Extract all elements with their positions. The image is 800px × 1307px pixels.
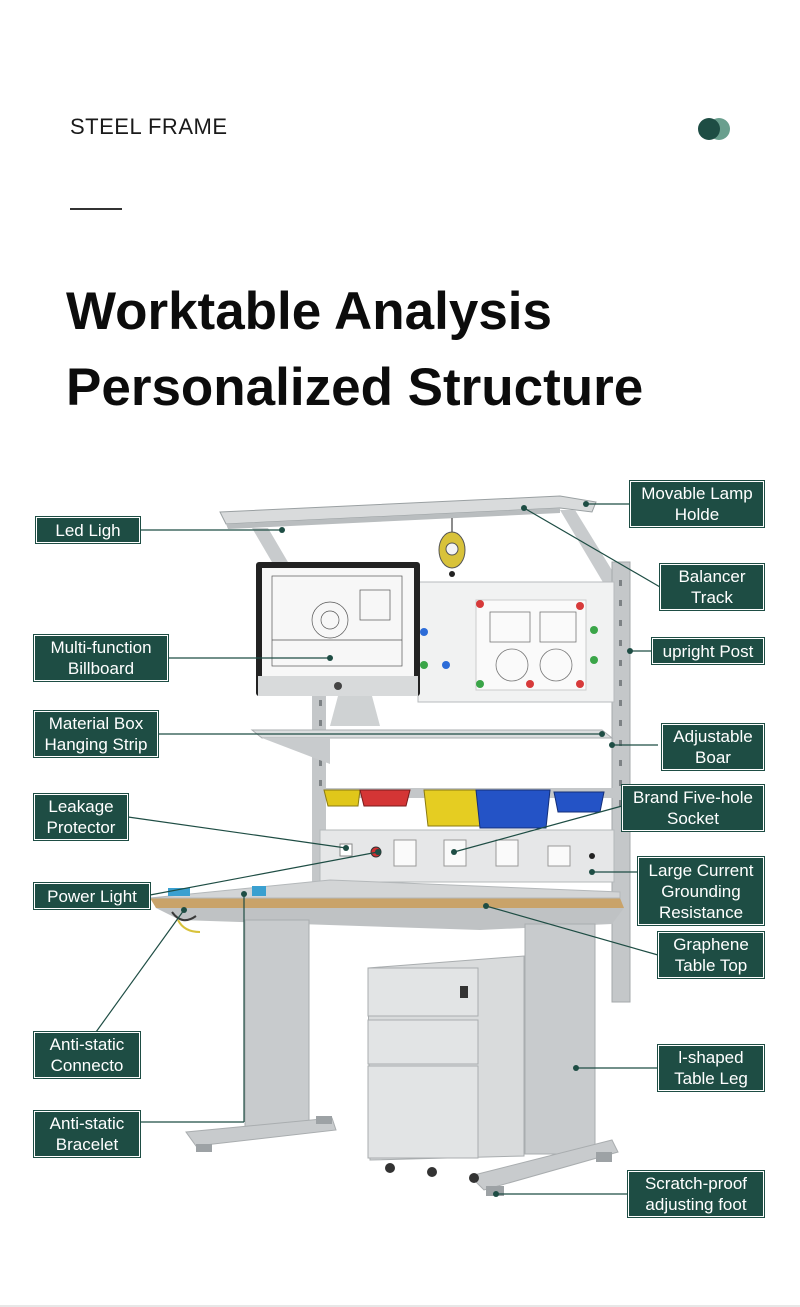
logo-dot-dark	[698, 118, 720, 140]
divider-rule	[70, 208, 122, 210]
worktable-illustration	[95, 495, 661, 1197]
headline: Worktable Analysis Personalized Structur…	[66, 274, 643, 426]
socket-panel	[319, 829, 615, 883]
table-top	[150, 898, 624, 908]
tag-power-light: Power Light	[33, 882, 151, 910]
material-bins	[323, 789, 605, 829]
tag-leakage-protector: Leakage Protector	[33, 793, 129, 841]
headline-line-2: Personalized Structure	[66, 358, 644, 417]
tag-five-hole-socket: Brand Five-hole Socket	[621, 784, 765, 832]
tag-adjustable-board: Adjustable Boar	[661, 723, 765, 771]
table-leg-right	[524, 923, 596, 1155]
tag-anti-static-connector: Anti-static Connecto	[33, 1031, 141, 1079]
tag-graphene-table-top: Graphene Table Top	[657, 931, 765, 979]
monitor	[256, 562, 420, 726]
tag-l-shaped-leg: l-shaped Table Leg	[657, 1044, 765, 1092]
table-leg-left	[244, 919, 310, 1131]
tag-multi-function-billboard: Multi-function Billboard	[33, 634, 169, 682]
balancer	[438, 518, 466, 577]
headline-line-1: Worktable Analysis	[66, 282, 553, 341]
bottom-divider	[0, 1305, 800, 1307]
drawer-cabinet	[367, 955, 525, 1183]
tag-anti-static-bracelet: Anti-static Bracelet	[33, 1110, 141, 1158]
tag-led-light: Led Ligh	[35, 516, 141, 544]
tag-grounding-resistance: Large Current Grounding Resistance	[637, 856, 765, 926]
tag-movable-lamp-holder: Movable Lamp Holde	[629, 480, 765, 528]
tag-material-box-strip: Material Box Hanging Strip	[33, 710, 159, 758]
tag-balancer-track: Balancer Track	[659, 563, 765, 611]
brand-dots-logo	[698, 118, 732, 142]
tag-upright-post: upright Post	[651, 637, 765, 665]
brand-label: STEEL FRAME	[70, 114, 228, 139]
tag-adjusting-foot: Scratch-proof adjusting foot	[627, 1170, 765, 1218]
